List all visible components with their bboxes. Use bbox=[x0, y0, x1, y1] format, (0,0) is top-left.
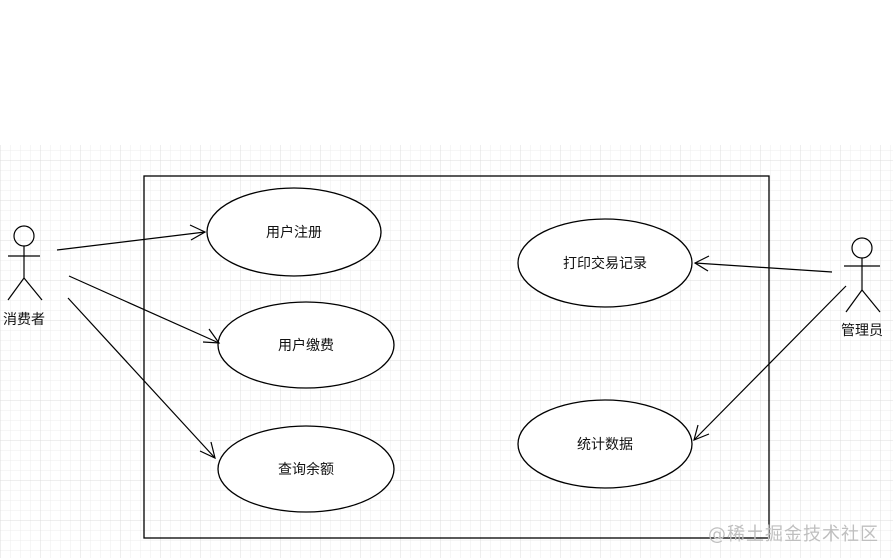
use-case-stats-label: 统计数据 bbox=[577, 437, 633, 453]
actor-consumer-right-leg bbox=[23, 277, 43, 301]
actor-consumer-left-leg bbox=[7, 277, 25, 301]
use-case-print-ellipse bbox=[517, 218, 693, 308]
system-boundary[interactable] bbox=[143, 175, 770, 539]
association-consumer-balance-line bbox=[67, 297, 216, 459]
association-admin-stats-arrowhead bbox=[693, 424, 710, 442]
association-consumer-pay-line bbox=[68, 275, 220, 344]
actor-consumer[interactable]: 消费者 bbox=[3, 225, 45, 328]
use-case-register-label: 用户注册 bbox=[266, 224, 322, 241]
association-consumer-balance[interactable] bbox=[67, 297, 216, 460]
association-admin-print-arrowhead bbox=[693, 255, 710, 272]
use-case-pay[interactable]: 用户缴费 bbox=[217, 301, 395, 389]
actor-admin-left-leg bbox=[845, 289, 863, 313]
actor-admin-label: 管理员 bbox=[841, 323, 883, 339]
association-admin-print-line bbox=[694, 262, 833, 273]
actor-admin-right-leg bbox=[861, 289, 881, 313]
association-consumer-balance-arrowhead bbox=[199, 441, 216, 460]
use-case-pay-label: 用户缴费 bbox=[278, 337, 334, 354]
use-case-pay-ellipse bbox=[217, 301, 395, 389]
watermark: @稀土掘金技术社区 bbox=[708, 524, 879, 545]
use-case-register[interactable]: 用户注册 bbox=[206, 187, 382, 277]
association-admin-print[interactable] bbox=[693, 255, 833, 273]
grid-background bbox=[0, 145, 893, 558]
use-case-balance-ellipse bbox=[217, 425, 395, 513]
association-consumer-pay-arrowhead bbox=[202, 328, 221, 344]
association-admin-stats-line bbox=[693, 285, 847, 441]
association-admin-stats[interactable] bbox=[693, 285, 847, 442]
association-consumer-register[interactable] bbox=[56, 224, 207, 251]
use-case-print[interactable]: 打印交易记录 bbox=[517, 218, 693, 308]
use-case-register-ellipse bbox=[206, 187, 382, 277]
use-case-stats[interactable]: 统计数据 bbox=[517, 399, 693, 489]
actor-admin[interactable]: 管理员 bbox=[841, 237, 883, 339]
association-consumer-register-line bbox=[56, 231, 206, 251]
association-consumer-pay[interactable] bbox=[68, 275, 221, 344]
use-case-balance-label: 查询余额 bbox=[278, 461, 334, 478]
use-case-stats-ellipse bbox=[517, 399, 693, 489]
association-consumer-register-arrowhead bbox=[189, 224, 207, 241]
actor-consumer-label: 消费者 bbox=[3, 312, 45, 328]
use-case-balance[interactable]: 查询余额 bbox=[217, 425, 395, 513]
use-case-print-label: 打印交易记录 bbox=[563, 255, 647, 272]
